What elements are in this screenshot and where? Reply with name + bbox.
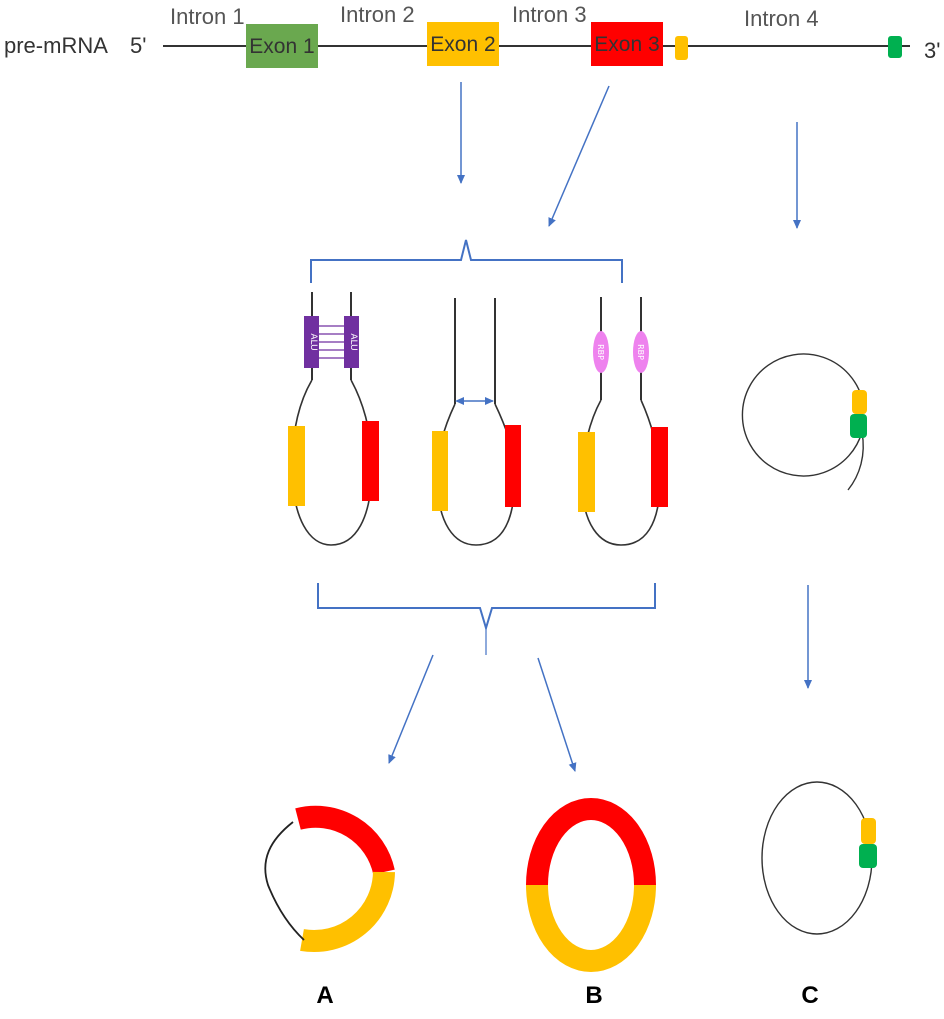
- panel-label-a: A: [316, 982, 333, 1009]
- pre-mrna-label: pre-mRNA: [4, 33, 108, 58]
- bottom-arrows: [388, 585, 812, 772]
- product-c-circle: [761, 781, 873, 935]
- rbp-mechanism: RBP RBP: [578, 297, 668, 546]
- alu-exon2-block: [288, 426, 305, 506]
- arrow-to-a: [388, 654, 434, 764]
- three-prime-label: 3': [924, 38, 940, 63]
- direct-loop: [436, 403, 516, 546]
- rbp-right-text: RBP: [636, 344, 645, 360]
- lariat-yellow-exon: [852, 390, 867, 414]
- product-a-intron-segment: [264, 821, 305, 941]
- panel-label-b: B: [585, 982, 602, 1009]
- product-a: [264, 805, 395, 953]
- pre-mrna-strand: pre-mRNA 5' 3' Intron 1 Intron 2 Intron …: [4, 2, 940, 68]
- exon-1-box: [246, 24, 318, 68]
- product-c: [761, 781, 877, 935]
- intron-2-label: Intron 2: [340, 2, 415, 27]
- product-c-yellow-exon: [861, 818, 876, 844]
- lariat-circle: [741, 353, 863, 477]
- five-prime-label: 5': [130, 33, 146, 58]
- alu-right-element: [344, 316, 359, 368]
- small-exon-green: [888, 36, 902, 58]
- exon-1-label: Exon 1: [249, 35, 314, 58]
- alu-left-element: [304, 316, 319, 368]
- alu-right-text: ALU: [348, 333, 358, 350]
- rbp-left-protein: [593, 331, 609, 373]
- alu-left-text: ALU: [308, 333, 318, 350]
- product-a-yellow-arc: [300, 871, 395, 953]
- lariat-green-exon: [850, 414, 867, 438]
- bottom-brace: [317, 583, 656, 632]
- top-brace: [310, 239, 623, 283]
- alu-mechanism: ALU ALU: [288, 292, 379, 546]
- product-b-yellow-arc: [526, 884, 656, 972]
- intron-4-label: Intron 4: [744, 6, 819, 31]
- direct-exon3-block: [505, 425, 521, 507]
- exon-2-box: [427, 22, 499, 66]
- intron-lariat: [741, 353, 867, 491]
- rbp-exon3-block: [651, 427, 668, 507]
- direct-mechanism: [432, 298, 521, 546]
- exon-3-label: Exon 3: [594, 33, 659, 56]
- arrow-exon3-down: [548, 85, 610, 227]
- rbp-exon2-block: [578, 432, 595, 512]
- small-exon-yellow: [675, 36, 688, 60]
- exon-3-box: [591, 22, 663, 66]
- alu-exon3-block: [362, 421, 379, 501]
- lariat-tail: [847, 431, 864, 491]
- product-b-red-arc: [526, 798, 656, 886]
- alu-base-pairing: [319, 325, 344, 359]
- arrow-to-b: [537, 657, 577, 772]
- product-b: [526, 798, 656, 972]
- intron-3-label: Intron 3: [512, 2, 587, 27]
- direct-exon2-block: [432, 431, 448, 511]
- product-a-red-arc: [295, 805, 395, 875]
- exon-2-label: Exon 2: [430, 33, 495, 56]
- panel-label-c: C: [801, 982, 818, 1009]
- intron-1-label: Intron 1: [170, 4, 245, 29]
- top-arrows: [457, 82, 801, 229]
- rbp-right-protein: [633, 331, 649, 373]
- product-c-green-exon: [859, 844, 877, 868]
- rbp-left-text: RBP: [596, 344, 605, 360]
